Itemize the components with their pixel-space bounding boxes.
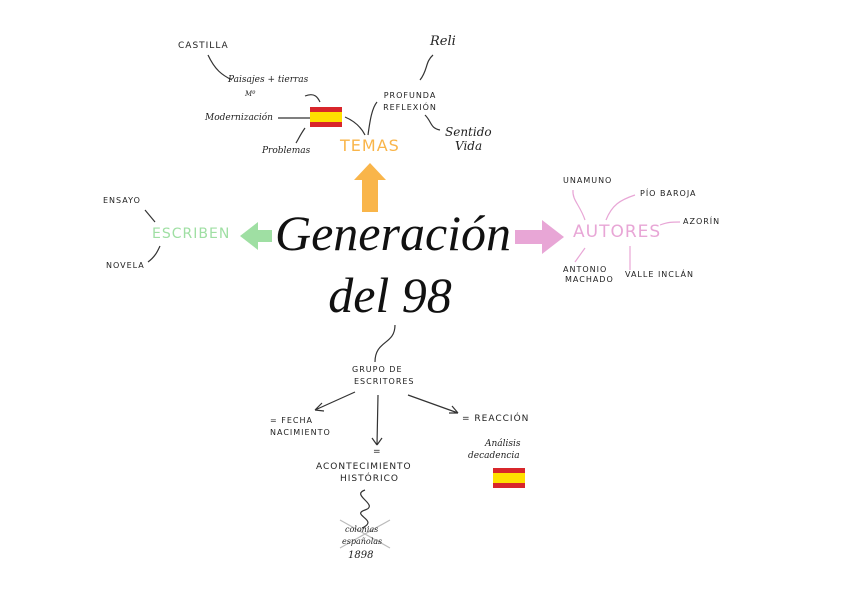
- arrow-reaccion: [407, 394, 459, 414]
- espanolas: españolas: [342, 537, 383, 546]
- paisajes: Paisajes + tierras: [228, 75, 309, 85]
- line-del98-grupo: [374, 324, 396, 363]
- grupo-line2: ESCRITORES: [354, 377, 415, 386]
- mo: Mº: [245, 90, 256, 98]
- line-machado: [574, 247, 586, 263]
- unamuno: UNAMUNO: [563, 176, 613, 185]
- line-baroja: [605, 194, 636, 221]
- year-1898: 1898: [348, 550, 374, 561]
- line-flag-temas: [344, 116, 366, 136]
- autores-label: AUTORES: [573, 222, 662, 242]
- problemas: Problemas: [262, 146, 311, 156]
- profunda-reflexion: PROFUNDA REFLEXIÓN: [383, 91, 437, 112]
- analisis: Análisis: [485, 439, 521, 449]
- machado: MACHADO: [565, 275, 614, 284]
- arrow-temas: [354, 163, 386, 212]
- nacimiento: NACIMIENTO: [270, 428, 331, 437]
- pio-baroja: PÍO BAROJA: [640, 189, 697, 198]
- antonio: ANTONIO: [563, 265, 608, 274]
- reli: Reli: [430, 34, 456, 49]
- fecha: = FECHA: [270, 416, 313, 425]
- grupo-line1: GRUPO DE: [352, 365, 403, 374]
- acontecimiento: ACONTECIMIENTO: [316, 462, 412, 472]
- castilla: CASTILLA: [178, 41, 229, 51]
- sentido: Sentido: [445, 125, 492, 139]
- azorin: AZORÍN: [683, 217, 721, 226]
- modernizacion: Modernización: [205, 113, 273, 123]
- spain-flag-icon: [493, 468, 525, 488]
- reaccion: = REACCIÓN: [462, 414, 530, 424]
- line-problemas: [295, 127, 306, 144]
- arrow-autores: [515, 220, 564, 254]
- arrow-aconte: [371, 394, 383, 446]
- arrow-escriben: [240, 222, 272, 250]
- squiggle-aconte: [360, 489, 370, 529]
- title-generacion: Generación: [275, 205, 512, 261]
- spain-flag-icon: [310, 107, 342, 127]
- line-ensayo: [144, 209, 156, 223]
- cross-colonias: [339, 519, 391, 549]
- line-novela: [147, 245, 161, 263]
- line-reli: [419, 54, 434, 81]
- decadencia: decadencia: [468, 451, 520, 461]
- line-profunda: [367, 101, 378, 136]
- title-del98: del 98: [328, 267, 452, 323]
- valle-inclan: VALLE INCLÁN: [625, 270, 694, 279]
- temas-label: TEMAS: [340, 136, 400, 155]
- line-castilla: [207, 54, 233, 81]
- colonias: colonias: [345, 525, 379, 534]
- aconte-eq: =: [373, 447, 382, 457]
- ensayo: ENSAYO: [103, 196, 141, 205]
- line-unamuno: [572, 189, 586, 221]
- historico: HISTÓRICO: [340, 474, 399, 484]
- line-azorin: [659, 221, 681, 226]
- novela: NOVELA: [106, 261, 145, 270]
- arrow-fecha: [314, 391, 356, 412]
- escriben-label: ESCRIBEN: [152, 226, 231, 242]
- line-sentido: [424, 114, 441, 131]
- line-tierras: [304, 94, 321, 103]
- vida: Vida: [455, 139, 483, 153]
